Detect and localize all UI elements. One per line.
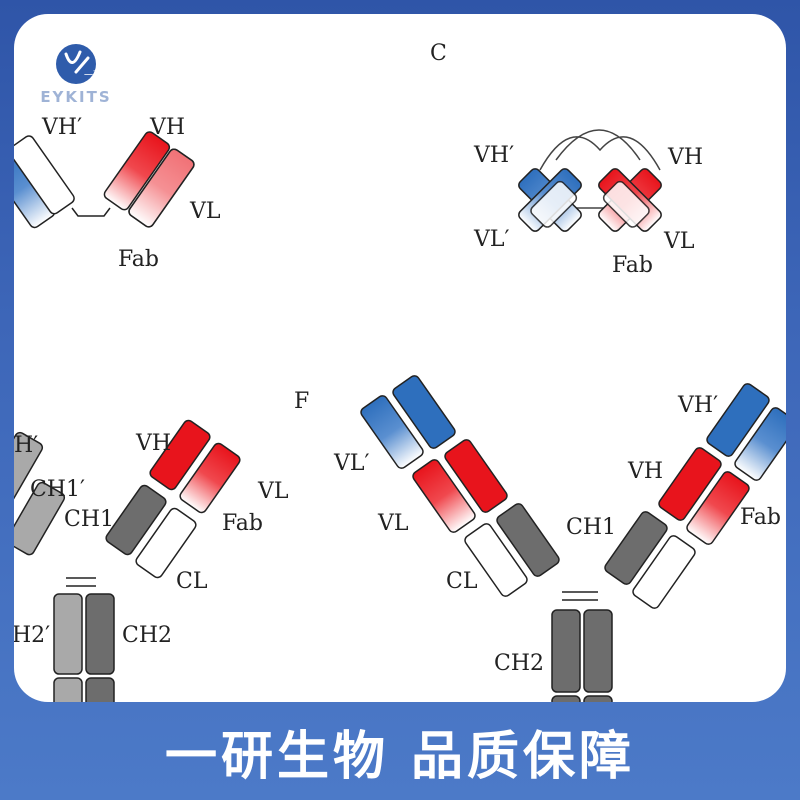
panel-c: C VH′ VH VL′ VL Fab [430, 41, 703, 278]
label-l-ch2-prime: H2′ [14, 623, 50, 648]
label-f-ch1: CH1 [566, 515, 616, 540]
label-f-vh: VH [627, 459, 663, 484]
vl-prime-domain [14, 135, 75, 215]
logo-mark-icon: 一研 [56, 44, 102, 84]
footer-banner: 一研生物 品质保障 [0, 702, 800, 800]
label-f-ch2: CH2 [494, 651, 544, 676]
panel-letter-c: C [430, 41, 447, 66]
label-f-cl: CL [446, 569, 478, 594]
footer-slogan: 一研生物 品质保障 [164, 726, 636, 787]
label-l-vl: VL [257, 479, 289, 504]
logo-text: EYKITS [40, 88, 112, 106]
label-f-vh-prime: VH′ [677, 393, 718, 418]
label-vh: VH [149, 115, 185, 140]
label-c-vh-prime: VH′ [473, 143, 514, 168]
logo-mark-text: 一研 [84, 70, 102, 81]
label-f-vl: VL [377, 511, 409, 536]
label-l-cl: CL [176, 569, 208, 594]
panel-letter-f: F [294, 389, 309, 414]
diagram-panel: VH′ VH VL Fab C VH′ VH VL′ VL Fab [14, 14, 786, 702]
label-f-vl-prime: VL′ [333, 451, 370, 476]
label-fab: Fab [118, 247, 159, 272]
label-f-fab: Fab [740, 505, 781, 530]
panel-f: F VH′ VL′ VH VL [294, 375, 786, 702]
label-l-ch1-prime: CH1′ [30, 477, 85, 502]
label-l-h-prime: H′ [14, 433, 38, 458]
label-vl: VL [189, 199, 221, 224]
eykits-logo: 一研 EYKITS [36, 42, 116, 114]
label-c-vh: VH [667, 145, 703, 170]
vh-domain [103, 131, 171, 211]
fab-topleft: VH′ VH VL Fab [14, 115, 221, 272]
label-l-ch2: CH2 [122, 623, 172, 648]
label-c-vl-prime: VL′ [473, 227, 510, 252]
label-l-fab: Fab [222, 511, 263, 536]
label-l-ch1: CH1 [64, 507, 114, 532]
antibody-left: H′ CH1′ VH VL CH1 Fab CL H2′ CH2 [14, 419, 289, 702]
label-c-vl: VL [663, 229, 695, 254]
label-c-fab: Fab [612, 253, 653, 278]
label-l-vh: VH [135, 431, 171, 456]
antibody-diagram: VH′ VH VL Fab C VH′ VH VL′ VL Fab [14, 41, 786, 702]
label-vh-prime: VH′ [41, 115, 82, 140]
